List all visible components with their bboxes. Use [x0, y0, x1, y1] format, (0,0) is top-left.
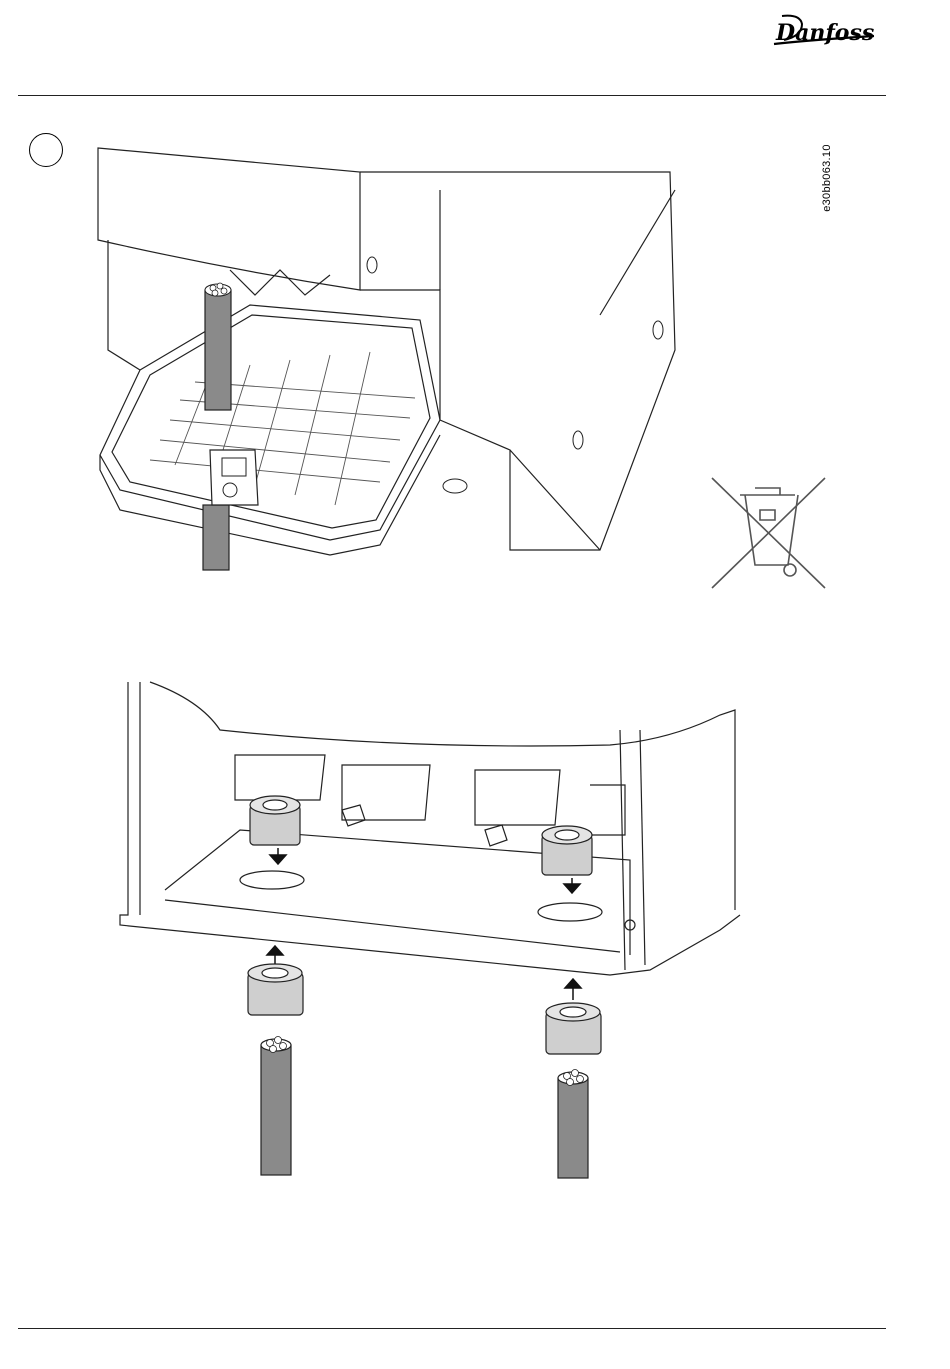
top-illustration-enclosure: [80, 120, 700, 590]
crossed-out-wheelie-bin-icon: [700, 470, 835, 595]
header-rule: [18, 95, 886, 96]
footer-rule: [18, 1328, 886, 1329]
danfoss-logo: Danfoss: [770, 10, 880, 52]
bottom-illustration-gland-plate: [110, 670, 750, 1190]
figure-code: e30bb063.10: [821, 143, 833, 213]
step-number-circle: [29, 133, 63, 167]
logo-wordmark: Danfoss: [775, 20, 874, 46]
